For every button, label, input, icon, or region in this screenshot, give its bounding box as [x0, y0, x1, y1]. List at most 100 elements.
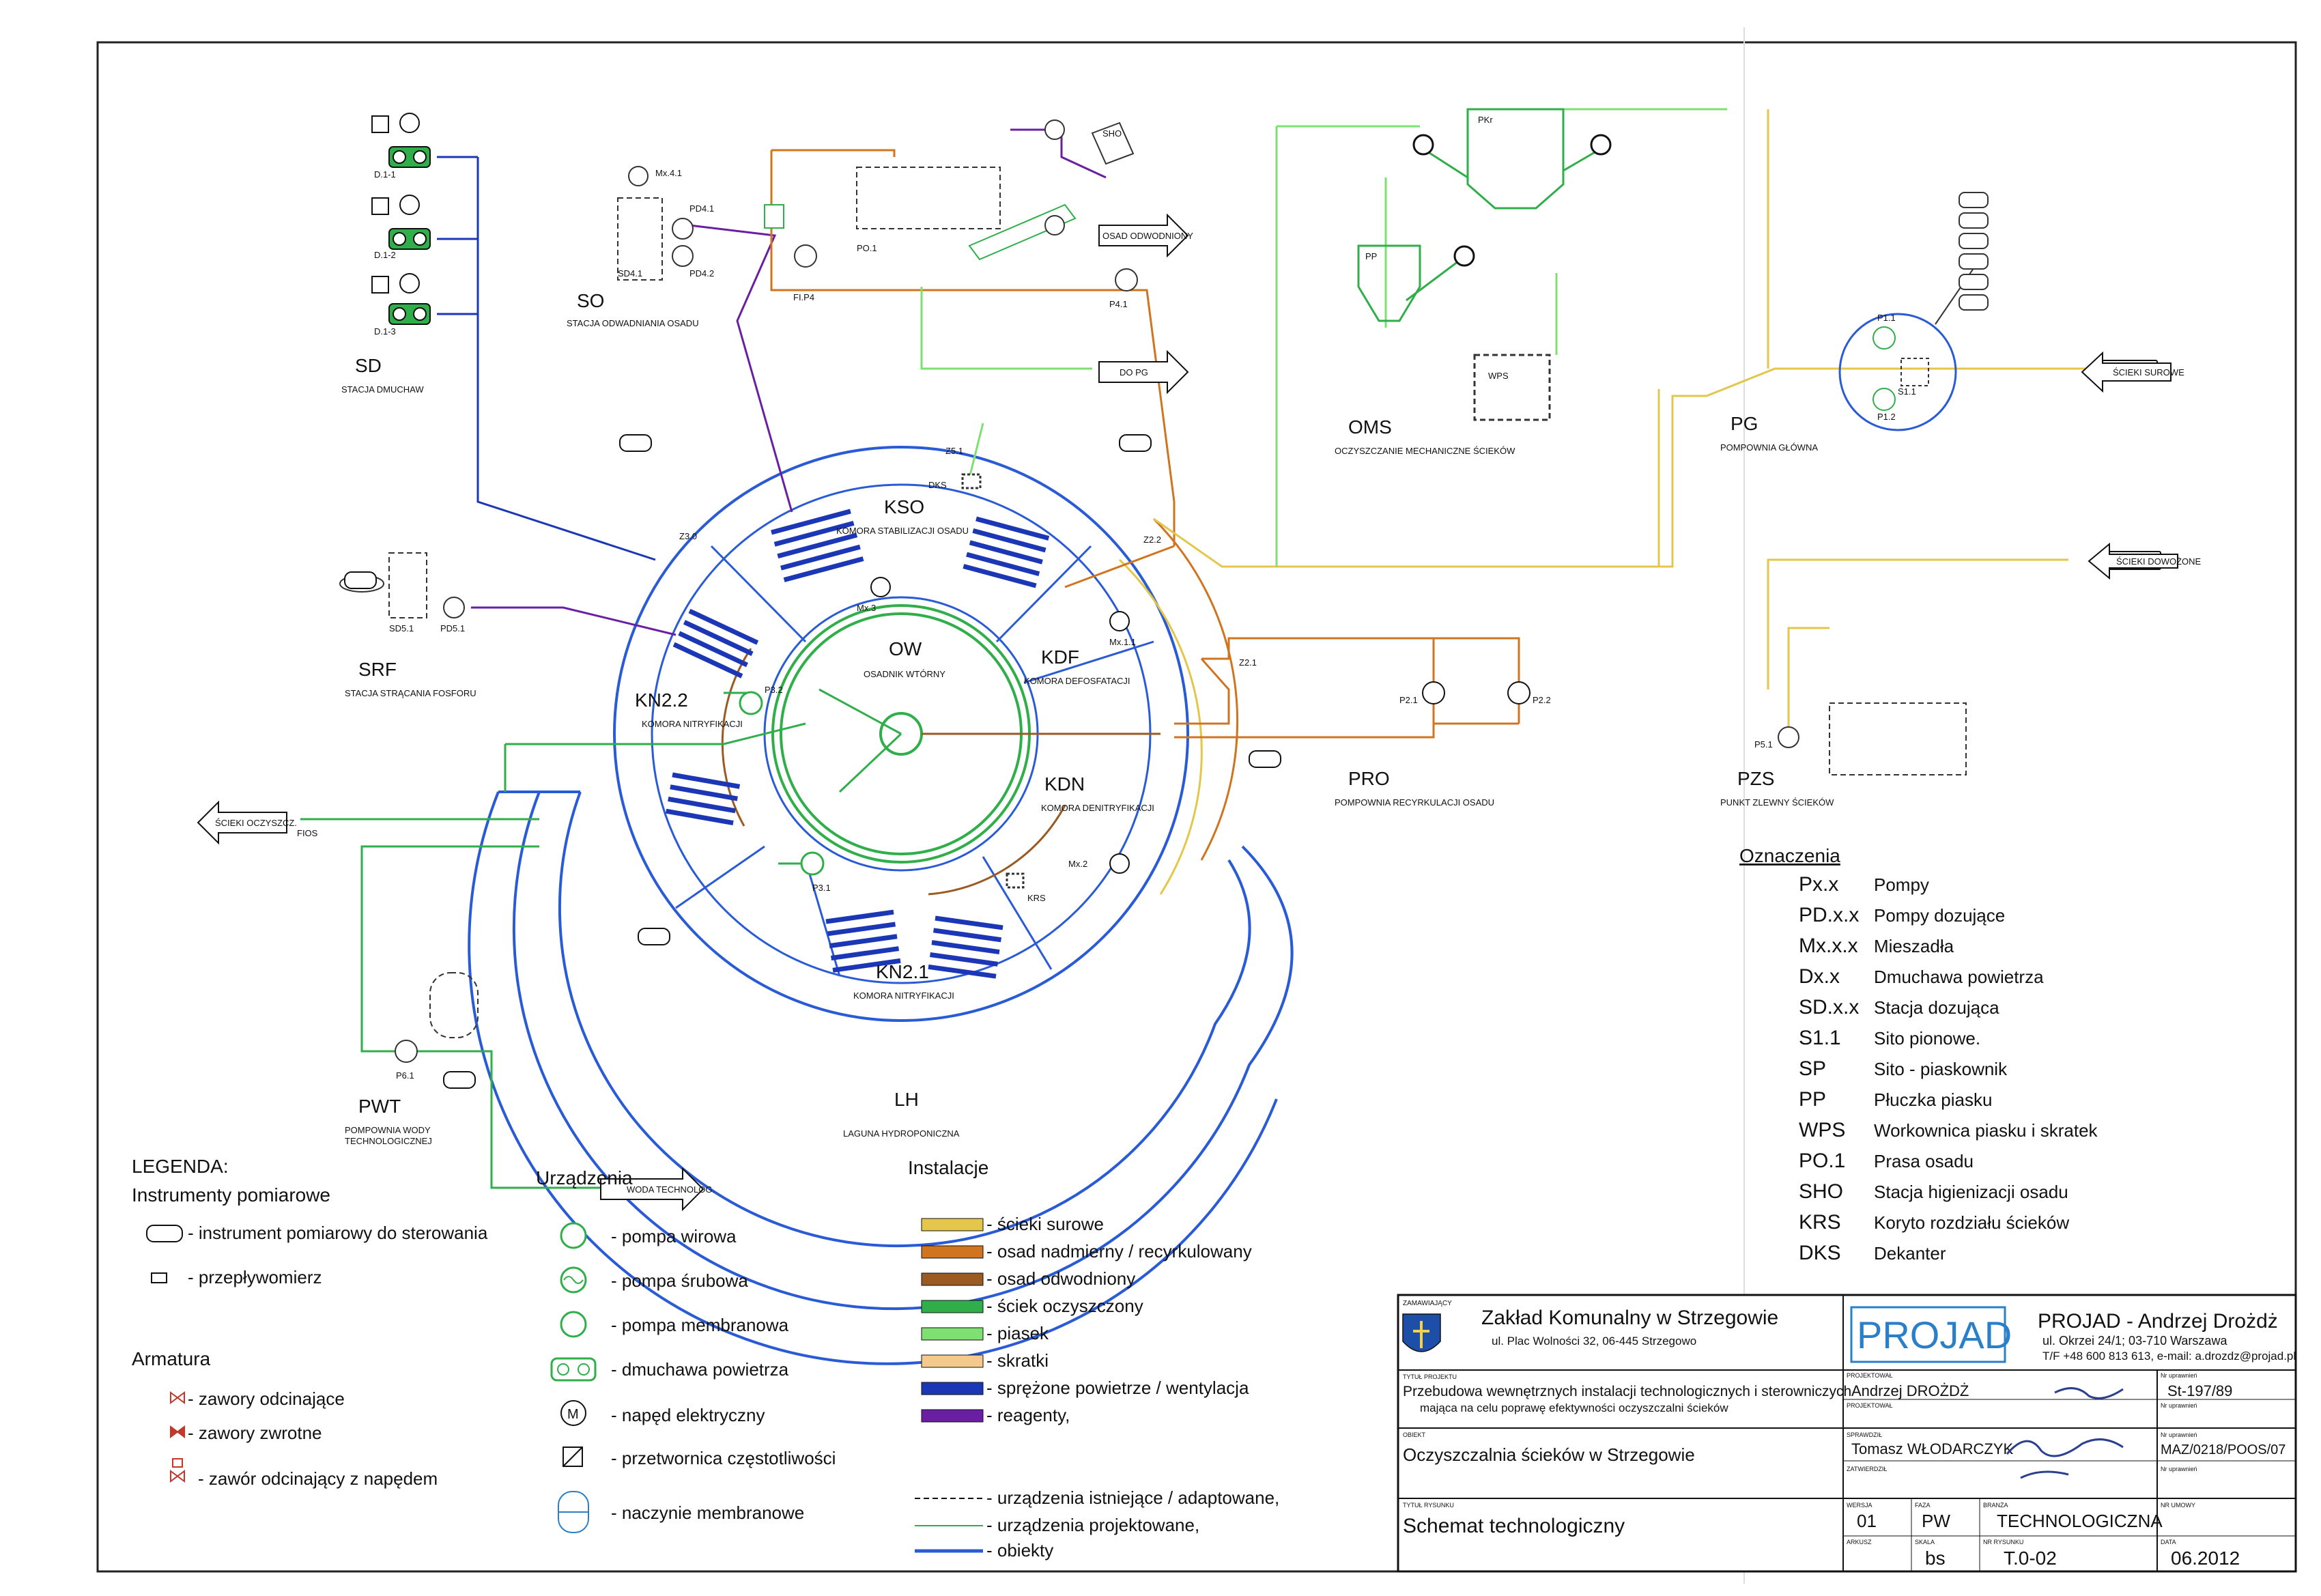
signature-2	[2006, 1438, 2124, 1479]
designation-code: SP	[1799, 1057, 1826, 1080]
flowmeter-symbol	[151, 1272, 167, 1283]
designation-desc: Stacja dozująca	[1874, 997, 1999, 1018]
tb-nr-value-1: St-197/89	[2167, 1382, 2232, 1399]
designation-code: WPS	[1799, 1119, 1845, 1141]
designation-code: SHO	[1799, 1180, 1843, 1203]
tb-designer-contact: T/F +48 600 813 613, e-mail: a.drozdz@pr…	[2042, 1350, 2296, 1363]
arrow-label-surowe: ŚCIEKI SUROWE	[2113, 367, 2184, 377]
legend-title: LEGENDA:	[132, 1156, 229, 1177]
arrow-do-pg	[1098, 350, 1189, 395]
tag-p61: P6.1	[396, 1070, 414, 1081]
actuated-valve-icon	[170, 1470, 185, 1483]
tag-fip4: FI.P4	[793, 292, 814, 302]
line-types: - urządzenia istniejące / adaptowane, - …	[915, 1487, 1279, 1561]
tb-designer-person: Andrzej DROŻDŻ	[1851, 1382, 1969, 1399]
tb-nr-value-3: MAZ/0218/POOS/07	[2161, 1442, 2286, 1457]
tag-pd42: PD4.2	[689, 268, 714, 279]
process-water-station	[395, 972, 479, 1063]
label-kso-name: KOMORA STABILIZACJI OSADU	[836, 526, 969, 536]
label-oms: OMS	[1348, 416, 1392, 438]
label-pg: PG	[1731, 413, 1758, 434]
designation-desc: Sito pionowe.	[1874, 1028, 1980, 1049]
designation-desc: Płuczka piasku	[1874, 1089, 1992, 1110]
tb-client-name: Zakład Komunalny w Strzegowie	[1481, 1307, 1778, 1329]
coat-of-arms-icon	[1402, 1313, 1441, 1352]
label-lh: LH	[894, 1089, 919, 1110]
designation-code: PD.x.x	[1799, 904, 1859, 926]
arrow-label-do-pg: DO PG	[1120, 367, 1148, 377]
tb-approved-label: ZATWIERDZIŁ	[1847, 1466, 1887, 1472]
line-label-2: - osad odwodniony	[986, 1268, 1135, 1289]
label-lh-name: LAGUNA HYDROPONICZNA	[843, 1128, 960, 1139]
designation-desc: Workownica piasku i skratek	[1874, 1120, 2098, 1141]
legend-dev-vfd: - przetwornica częstotliwości	[611, 1448, 836, 1468]
tag-z22: Z2.2	[1143, 535, 1161, 545]
label-kdf-name: KOMORA DEFOSFATACJI	[1024, 676, 1130, 686]
tag-sd51: SD5.1	[389, 623, 414, 633]
tb-project-title-1: Przebudowa wewnętrznych instalacji techn…	[1403, 1384, 1851, 1399]
line-swatch-0	[921, 1218, 984, 1231]
tag-sd41: SD4.1	[618, 268, 642, 279]
tag-pd41: PD4.1	[689, 203, 714, 214]
legend-dev-blower: - dmuchawa powietrza	[611, 1359, 789, 1380]
blower-icon	[550, 1357, 597, 1382]
tb-drawing-title-label: TYTUŁ RYSUNKU	[1403, 1502, 1454, 1509]
legend-valve-actuated: - zawór odcinający z napędem	[198, 1468, 438, 1489]
main-pumping-station	[1838, 192, 1989, 431]
tag-z51: Z5.1	[945, 446, 963, 456]
label-kn21: KN2.1	[876, 961, 929, 982]
label-sho: SHO	[1102, 128, 1122, 139]
label-kdn: KDN	[1044, 773, 1085, 795]
dewatering-station	[617, 119, 1138, 291]
tag-p41: P4.1	[1109, 299, 1128, 309]
line-swatch-3	[921, 1300, 984, 1313]
designation-code: SD.x.x	[1799, 996, 1859, 1018]
tb-designer-name: PROJAD - Andrzej Drożdż	[2038, 1310, 2278, 1333]
legend-dev-screw: - pompa śrubowa	[611, 1270, 748, 1291]
label-pwt-name-1: POMPOWNIA WODY	[345, 1125, 431, 1135]
line-swatch-7	[921, 1409, 984, 1423]
reactor-equipment	[739, 473, 1130, 889]
recirculation-pumps	[1422, 681, 1530, 704]
piping	[300, 108, 2103, 1189]
tb-object-label: OBIEKT	[1403, 1431, 1426, 1438]
designation-code: Px.x	[1799, 873, 1838, 896]
tb-nr-label-4: Nr uprawnień	[2161, 1466, 2197, 1472]
line-swatch-2	[921, 1272, 984, 1286]
legend-valve-shutoff: - zawory odcinające	[188, 1388, 345, 1409]
tb-object-name: Oczyszczalnia ścieków w Strzegowie	[1403, 1444, 1695, 1465]
line-label-7: - reagenty,	[986, 1405, 1070, 1425]
designation-code: S1.1	[1799, 1027, 1841, 1049]
linetype-label-0: - urządzenia istniejące / adaptowane,	[986, 1487, 1279, 1508]
linetype-label-1: - urządzenia projektowane,	[986, 1515, 1199, 1535]
tb-drafter-person: Tomasz WŁODARCZYK	[1851, 1440, 2013, 1457]
tb-wersja-label: WERSJA	[1847, 1502, 1873, 1509]
line-swatch-6	[921, 1382, 984, 1395]
tag-mx41: Mx.4.1	[655, 168, 682, 178]
legend-dev-membrane: - pompa membranowa	[611, 1315, 789, 1335]
flow-arrows	[197, 213, 2178, 1212]
equipment-labels: D.1-1 D.1-2 D.1-3 Mx.4.1 PD4.1 PD4.2 SD4…	[297, 168, 1916, 1081]
label-kn22: KN2.2	[635, 689, 688, 711]
tag-z21: Z2.1	[1239, 657, 1257, 668]
diffusers	[666, 509, 1050, 979]
centrifugal-pump-icon	[560, 1222, 587, 1249]
arrow-scieki-surowe	[2081, 351, 2172, 393]
legend-dev-centrifugal: - pompa wirowa	[611, 1226, 737, 1246]
arrow-woda-technol	[600, 1167, 704, 1212]
tb-nr-umowy-label: NR UMOWY	[2161, 1502, 2195, 1509]
hydroponic-lagoon	[468, 790, 1294, 1365]
tb-client-label: ZAMAWIAJĄCY	[1403, 1300, 1452, 1307]
tb-designer-address: ul. Okrzei 24/1; 03-710 Warszawa	[2042, 1334, 2227, 1348]
label-pro-name: POMPOWNIA RECYRKULACJI OSADU	[1335, 797, 1494, 808]
tag-d11: D.1-1	[374, 169, 396, 180]
label-pro: PRO	[1348, 768, 1390, 789]
legend-devices-title: Urządzenia	[536, 1167, 633, 1188]
designation-code: Mx.x.x	[1799, 935, 1858, 957]
legend-installations-title: Instalacje	[908, 1157, 988, 1178]
tag-pd51: PD5.1	[440, 623, 465, 633]
svg-text:M: M	[567, 1407, 579, 1422]
designation-code: DKS	[1799, 1242, 1841, 1264]
